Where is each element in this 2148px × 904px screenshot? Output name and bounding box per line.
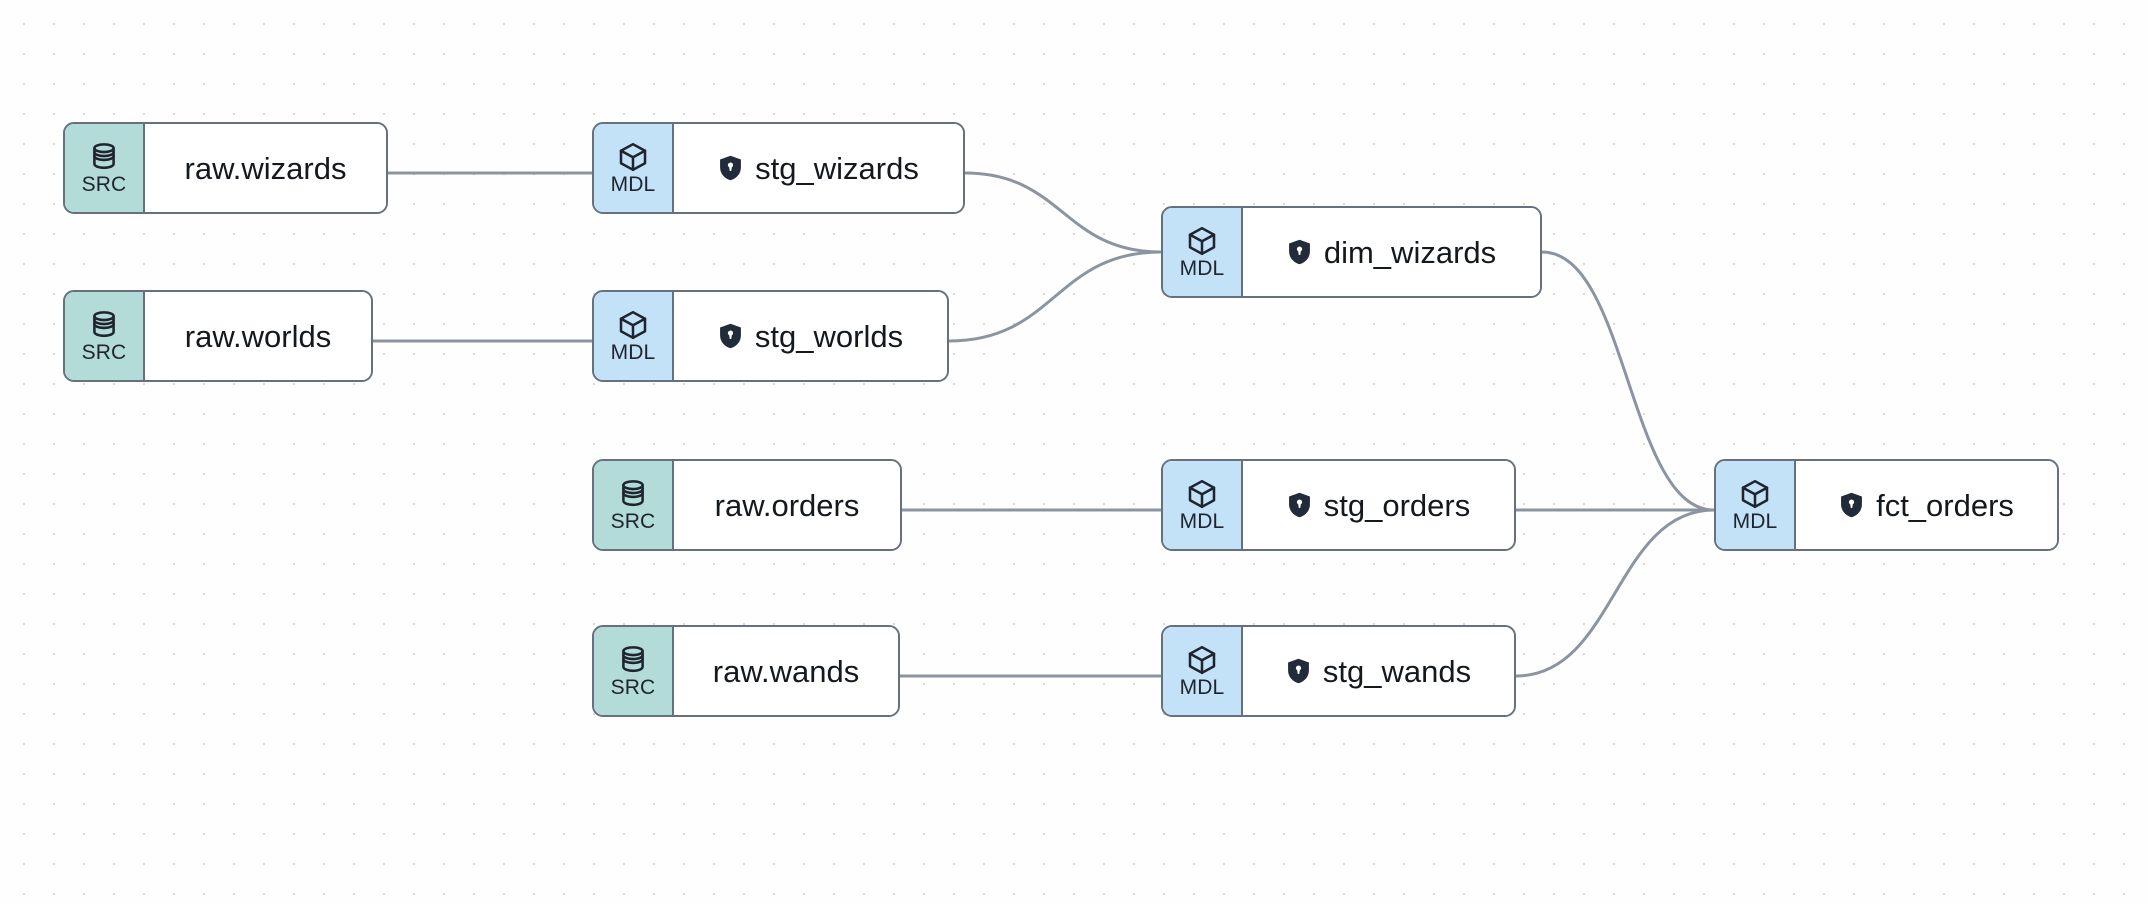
database-icon	[616, 644, 650, 676]
node-body-dim_wizards: dim_wizards	[1243, 208, 1540, 296]
shield-lock-icon	[718, 154, 743, 182]
lineage-node-raw_wands[interactable]: SRC raw.wands	[592, 625, 900, 717]
node-type-badge-raw_wizards: SRC	[65, 124, 145, 212]
lineage-node-stg_orders[interactable]: MDL stg_orders	[1161, 459, 1516, 551]
node-type-badge-raw_wands: SRC	[594, 627, 674, 715]
node-type-badge-fct_orders: MDL	[1716, 461, 1796, 549]
node-label: dim_wizards	[1323, 234, 1497, 270]
shield-lock-icon	[718, 322, 743, 350]
node-body-stg_wands: stg_wands	[1243, 627, 1514, 715]
lineage-node-raw_worlds[interactable]: SRC raw.worlds	[63, 290, 373, 382]
node-label: raw.orders	[714, 487, 860, 523]
node-label: stg_wands	[1322, 653, 1472, 689]
lineage-edge-dim_wizards-to-fct_orders[interactable]	[1540, 250, 1716, 512]
shield-lock-icon	[1287, 238, 1312, 266]
lineage-node-raw_orders[interactable]: SRC raw.orders	[592, 459, 902, 551]
database-icon	[87, 309, 121, 341]
node-label: fct_orders	[1876, 487, 2014, 523]
node-type-label: SRC	[610, 510, 656, 533]
lineage-node-stg_wizards[interactable]: MDL stg_wizards	[592, 122, 965, 214]
node-body-stg_worlds: stg_worlds	[674, 292, 947, 380]
database-icon	[87, 141, 121, 173]
node-type-label: MDL	[1179, 257, 1225, 280]
node-body-raw_wands: raw.wands	[674, 627, 898, 715]
node-type-badge-stg_wizards: MDL	[594, 124, 674, 212]
lineage-node-stg_wands[interactable]: MDL stg_wands	[1161, 625, 1516, 717]
cube-icon	[616, 309, 650, 341]
node-body-fct_orders: fct_orders	[1796, 461, 2057, 549]
lineage-edge-stg_wands-to-fct_orders[interactable]	[1514, 508, 1716, 678]
cube-icon	[1185, 225, 1219, 257]
node-label: raw.wands	[712, 653, 860, 689]
node-type-badge-raw_worlds: SRC	[65, 292, 145, 380]
node-body-raw_wizards: raw.wizards	[145, 124, 386, 212]
shield-lock-icon	[1839, 491, 1864, 519]
database-icon	[616, 478, 650, 510]
lineage-node-dim_wizards[interactable]: MDL dim_wizards	[1161, 206, 1542, 298]
node-body-raw_worlds: raw.worlds	[145, 292, 371, 380]
cube-icon	[1738, 478, 1772, 510]
lineage-edge-stg_worlds-to-dim_wizards[interactable]	[947, 250, 1163, 343]
node-type-badge-stg_wands: MDL	[1163, 627, 1243, 715]
node-type-label: MDL	[610, 173, 656, 196]
node-label: stg_worlds	[754, 318, 904, 354]
node-type-badge-stg_worlds: MDL	[594, 292, 674, 380]
lineage-node-stg_worlds[interactable]: MDL stg_worlds	[592, 290, 949, 382]
shield-lock-icon	[1286, 657, 1311, 685]
node-type-label: MDL	[1732, 510, 1778, 533]
node-type-badge-dim_wizards: MDL	[1163, 208, 1243, 296]
node-type-label: MDL	[1179, 510, 1225, 533]
node-body-raw_orders: raw.orders	[674, 461, 900, 549]
shield-lock-icon	[1287, 491, 1312, 519]
node-label: stg_wizards	[755, 150, 919, 186]
cube-icon	[616, 141, 650, 173]
node-body-stg_wizards: stg_wizards	[674, 124, 963, 212]
lineage-edge-stg_wizards-to-dim_wizards[interactable]	[963, 171, 1163, 254]
node-type-label: MDL	[1179, 676, 1225, 699]
lineage-node-fct_orders[interactable]: MDL fct_orders	[1714, 459, 2059, 551]
node-type-label: SRC	[610, 676, 656, 699]
node-type-label: MDL	[610, 341, 656, 364]
cube-icon	[1185, 644, 1219, 676]
cube-icon	[1185, 478, 1219, 510]
node-label: raw.worlds	[184, 318, 332, 354]
node-type-label: SRC	[81, 341, 127, 364]
node-label: stg_orders	[1323, 487, 1471, 523]
lineage-node-raw_wizards[interactable]: SRC raw.wizards	[63, 122, 388, 214]
node-type-badge-raw_orders: SRC	[594, 461, 674, 549]
node-label: raw.wizards	[184, 150, 347, 186]
node-type-badge-stg_orders: MDL	[1163, 461, 1243, 549]
node-type-label: SRC	[81, 173, 127, 196]
node-body-stg_orders: stg_orders	[1243, 461, 1514, 549]
